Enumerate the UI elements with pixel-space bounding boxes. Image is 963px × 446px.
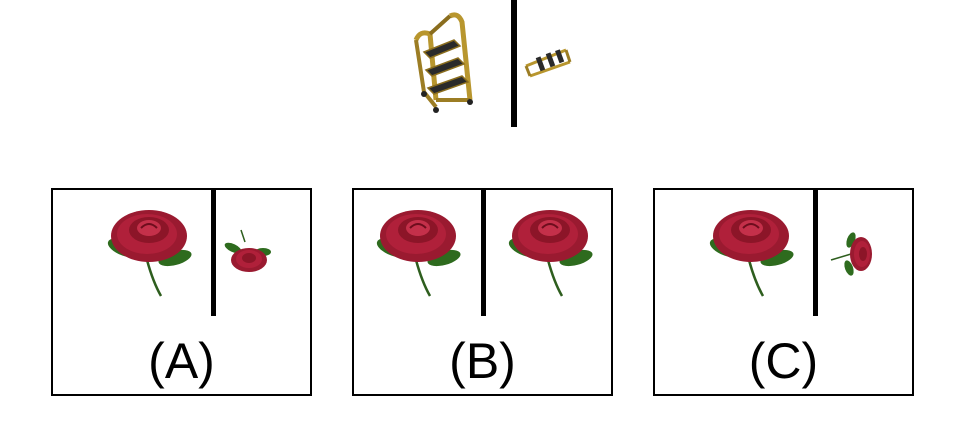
option-b[interactable]: (B) bbox=[352, 188, 613, 396]
step-ladder-rotated-image bbox=[524, 48, 572, 78]
option-c[interactable]: (C) bbox=[653, 188, 914, 396]
rose-icon bbox=[508, 210, 593, 297]
step-ladder-image bbox=[413, 12, 473, 113]
option-a[interactable]: (A) bbox=[51, 188, 312, 396]
option-b-label: (B) bbox=[449, 333, 516, 389]
rose-rotated-icon bbox=[224, 229, 271, 272]
option-b-divider bbox=[481, 190, 486, 316]
rose-rotated-icon bbox=[830, 232, 872, 276]
option-a-divider bbox=[211, 190, 216, 316]
rose-icon bbox=[376, 210, 461, 297]
option-c-divider bbox=[813, 190, 818, 316]
option-c-label: (C) bbox=[748, 333, 819, 389]
rose-icon bbox=[709, 210, 794, 297]
reference-divider bbox=[511, 0, 517, 127]
rose-icon bbox=[107, 210, 192, 297]
option-a-label: (A) bbox=[148, 333, 215, 389]
